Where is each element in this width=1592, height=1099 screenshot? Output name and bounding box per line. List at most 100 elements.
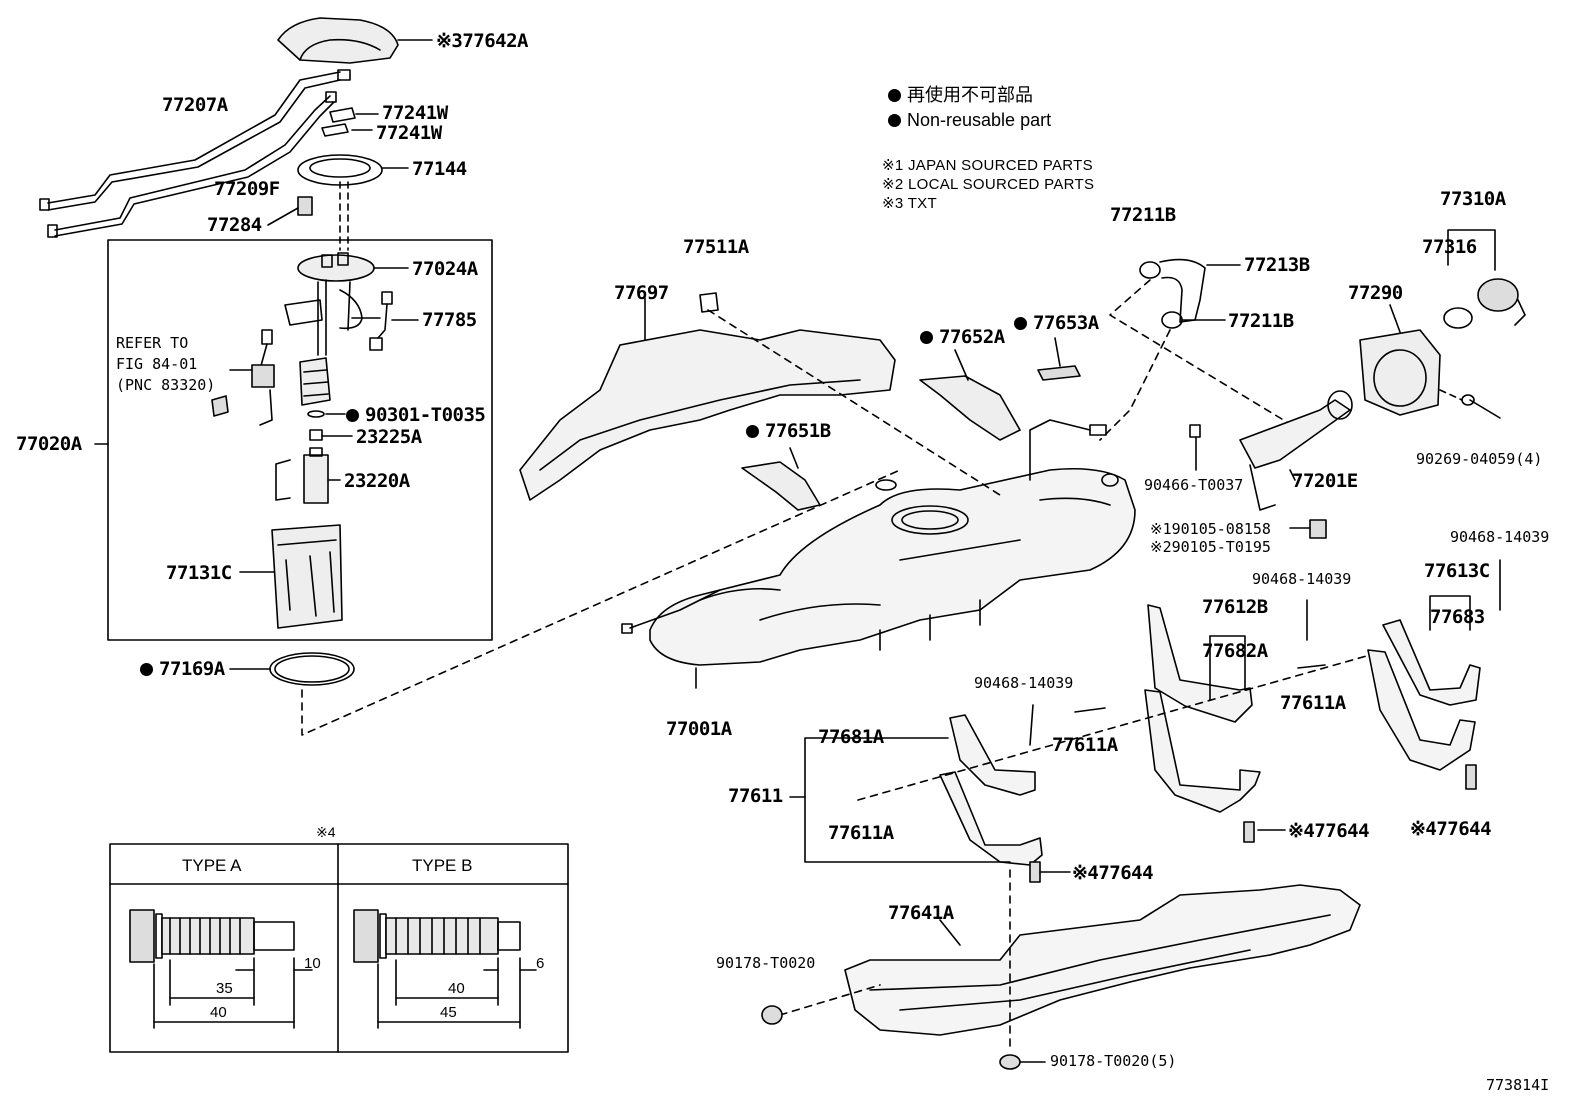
part-label: 90178-T0020(5) [1050, 1052, 1177, 1070]
dim-b-total: 45 [440, 1004, 457, 1021]
bolt-90105 [1289, 519, 1327, 539]
cushion-77651B [741, 447, 821, 511]
dim-a-total: 40 [210, 1004, 227, 1021]
part-label: 90468-14039 [1450, 528, 1550, 546]
legend-en-text: Non-reusable part [907, 110, 1052, 130]
cup-77131C [239, 524, 343, 629]
part-label: 77611A [828, 822, 894, 844]
gasket-77169A [229, 652, 355, 686]
bullet-icon [888, 114, 901, 127]
cushion-77652A [919, 349, 1021, 441]
part-label: ※477644 [1288, 820, 1370, 842]
part-label: 77316 [1422, 236, 1477, 258]
filter [299, 357, 346, 418]
part-label: 77001A [666, 718, 732, 740]
part-label: 77290 [1348, 282, 1403, 304]
note-1: ※1 JAPAN SOURCED PARTS [882, 157, 1093, 174]
filler-pipe-77201E [1239, 390, 1353, 511]
part-label: 77020A [16, 433, 82, 455]
part-number: 90301-T0035 [365, 404, 486, 426]
dim-a-thread: 35 [216, 980, 233, 997]
part-label: 77241W [382, 102, 448, 124]
note-2: ※2 LOCAL SOURCED PARTS [882, 176, 1095, 193]
cushion-77653A [1037, 337, 1081, 381]
part-label: 77612B [1202, 596, 1268, 618]
part-label: 77284 [207, 214, 262, 236]
part-label: 77310A [1440, 188, 1506, 210]
part-label: ※477644 [1072, 862, 1154, 884]
part-number: 77652A [939, 326, 1005, 348]
part-number: 77651B [765, 420, 831, 442]
bolt-type-table [109, 843, 569, 1053]
part-label: 77207A [162, 94, 228, 116]
screw-90269 [1439, 389, 1501, 419]
part-label: 77641A [888, 902, 954, 924]
fuel-tank-77001A [621, 419, 1136, 689]
part-label: 77511A [683, 236, 749, 258]
connector-77284 [267, 196, 313, 226]
table-note: ※4 [316, 824, 336, 840]
nut-90178-5 [999, 1054, 1021, 1070]
straps [939, 604, 1481, 866]
dim-a-tip: 10 [304, 955, 321, 972]
part-label: 77682A [1202, 640, 1268, 662]
clip-90466 [1189, 424, 1201, 471]
part-label: 77611 [728, 785, 783, 807]
refer-line-3: (PNC 83320) [116, 376, 216, 394]
part-label-nonreusable: 90301-T0035 [346, 404, 486, 426]
part-label: 77024A [412, 258, 478, 280]
harness-77785 [369, 291, 419, 351]
bolts-77644 [1029, 764, 1477, 883]
part-number: 77169A [159, 658, 225, 680]
part-label: 77144 [412, 158, 467, 180]
part-label: 90178-T0020 [716, 954, 816, 972]
dim-b-tip: 6 [536, 955, 545, 972]
part-label: ※377642A [436, 30, 529, 52]
note-3: ※3 TXT [882, 195, 937, 212]
part-label: 77131C [166, 562, 232, 584]
clips-77241W [321, 107, 379, 137]
part-label: 23220A [344, 470, 410, 492]
heat-insulator-77697 [519, 297, 896, 501]
bullet-icon [1014, 317, 1027, 330]
legend-en: Non-reusable part [888, 111, 1051, 129]
bullet-icon [920, 331, 933, 344]
part-label: 77613C [1424, 560, 1490, 582]
part-label-nonreusable: 77653A [1014, 314, 1099, 333]
part-label: 77211B [1110, 204, 1176, 226]
part-label: 77241W [376, 122, 442, 144]
part-label-nonreusable: 77169A [140, 660, 225, 679]
part-label: 77683 [1430, 606, 1485, 628]
filler-housing-77290 [1359, 304, 1441, 416]
part-label: 23225A [356, 426, 422, 448]
filler-hose [1139, 258, 1241, 329]
type-a-header: TYPE A [182, 856, 242, 875]
refer-line-1: REFER TO [116, 334, 189, 352]
part-label: ※477644 [1410, 818, 1492, 840]
part-label: 77209F [214, 178, 280, 200]
part-label-nonreusable: 77652A [920, 328, 1005, 347]
part-label: 77697 [614, 282, 669, 304]
part-label: ※290105-T0195 [1150, 538, 1271, 556]
legend-jp: 再使用不可部品 [888, 86, 1033, 104]
protector-77641A [844, 884, 1361, 1036]
part-label: 90269-04059(4) [1416, 450, 1543, 468]
figure-number: 773814I [1486, 1076, 1550, 1094]
bullet-icon [140, 663, 153, 676]
part-label: ※190105-08158 [1150, 520, 1271, 538]
dim-b-thread: 40 [448, 980, 465, 997]
part-label-nonreusable: 77651B [746, 422, 831, 441]
part-label: 77213B [1244, 254, 1310, 276]
part-label: 77201E [1292, 470, 1358, 492]
sender-gauge [211, 329, 275, 426]
fuel-hoses [39, 69, 351, 238]
lock-ring-77144 [297, 154, 409, 186]
pump-assembly-box [107, 239, 493, 641]
fuel-pump-23220A [275, 447, 341, 504]
pump-flange-77024A [284, 252, 409, 356]
part-number: 77653A [1033, 312, 1099, 334]
clamp-77511A [699, 292, 719, 313]
part-label: 77611A [1280, 692, 1346, 714]
